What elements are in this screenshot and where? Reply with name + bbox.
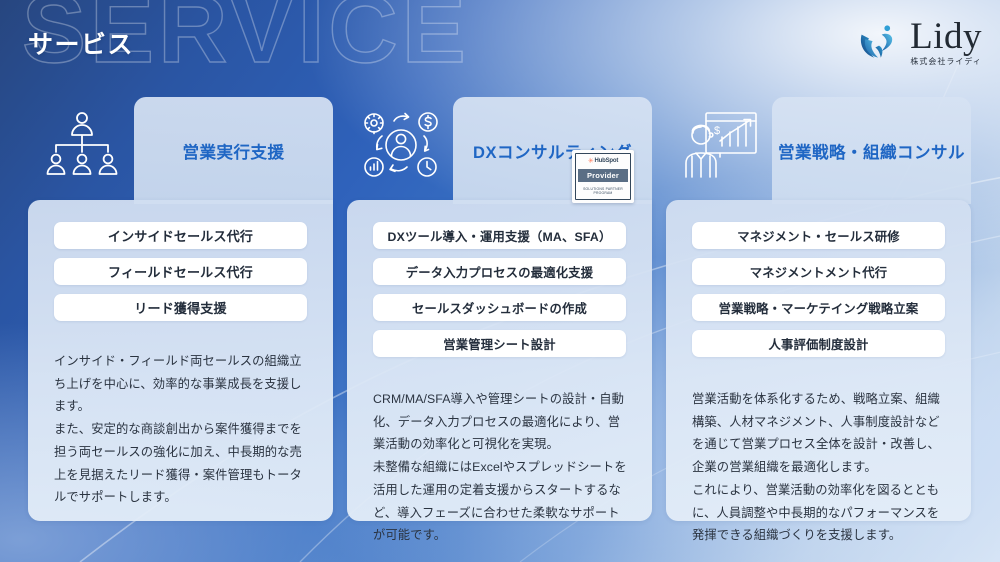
list-item[interactable]: 人事評価制度設計 (692, 330, 945, 357)
lidy-swoosh-figure-icon (860, 25, 893, 58)
org-chart-people-icon (34, 103, 130, 187)
watermark-service: SERVICE (21, 0, 470, 83)
svg-text:$: $ (714, 125, 720, 137)
logo-wordmark: Lidy (910, 16, 982, 57)
hubspot-provider-badge: ✳ HubSpot Provider SOLUTIONS PARTNER PRO… (572, 150, 634, 203)
list-item[interactable]: リード獲得支援 (54, 294, 307, 321)
list-item[interactable]: インサイドセールス代行 (54, 222, 307, 249)
page-title: サービス (28, 31, 135, 59)
list-item[interactable]: 営業管理シート設計 (373, 330, 626, 357)
hubspot-brand-label: ✳ HubSpot (587, 158, 619, 165)
company-logo: Lidy 株式会社ライディ (857, 18, 982, 66)
list-item[interactable]: セールスダッシュボードの作成 (373, 294, 626, 321)
card-item-list: DXツール導入・運用支援（MA、SFA） データ入力プロセスの最適化支援 セール… (373, 222, 626, 357)
list-item[interactable]: マネジメント・セールス研修 (692, 222, 945, 249)
card-body: マネジメント・セールス研修 マネジメントメント代行 営業戦略・マーケテイング戦略… (666, 200, 971, 542)
card-description: CRM/MA/SFA導入や管理シートの設計・自動化、データ入力プロセスの最適化に… (373, 392, 627, 543)
card-item-list: マネジメント・セールス研修 マネジメントメント代行 営業戦略・マーケテイング戦略… (692, 222, 945, 357)
list-item[interactable]: フィールドセールス代行 (54, 258, 307, 285)
list-item[interactable]: マネジメントメント代行 (692, 258, 945, 285)
card-item-list: インサイドセールス代行 フィールドセールス代行 リード獲得支援 (54, 222, 307, 321)
card-title: 営業実行支援 (182, 143, 285, 162)
service-card-sales-execution[interactable]: 営業実行支援 インサイドセールス代行 フィールドセー (28, 97, 333, 521)
badge-footnote: SOLUTIONS PARTNER PROGRAM (583, 186, 623, 196)
card-title: 営業戦略・組織コンサル (778, 143, 965, 162)
logo-subtitle: 株式会社ライディ (910, 57, 982, 66)
badge-tier-label: Provider (578, 169, 628, 183)
card-body: ✳ HubSpot Provider SOLUTIONS PARTNER PRO… (347, 150, 652, 542)
service-card-sales-strategy[interactable]: 営業戦略・組織コンサル $ (666, 97, 971, 542)
card-header: 営業実行支援 (134, 97, 333, 204)
list-item[interactable]: DXツール導入・運用支援（MA、SFA） (373, 222, 626, 249)
card-body: インサイドセールス代行 フィールドセールス代行 リード獲得支援 インサイド・フィ… (28, 200, 333, 521)
service-card-dx-consulting[interactable]: DXコンサルティング (347, 97, 652, 542)
card-description: 営業活動を体系化するため、戦略立案、組織構築、人材マネジメント、人事制度設計など… (692, 392, 940, 543)
presenter-chart-board-icon: $ (672, 103, 768, 187)
card-description: インサイド・フィールド両セールスの組織立ち上げを中心に、効率的な事業成長を支援し… (54, 354, 302, 505)
list-item[interactable]: データ入力プロセスの最適化支援 (373, 258, 626, 285)
list-item[interactable]: 営業戦略・マーケテイング戦略立案 (692, 294, 945, 321)
hubspot-sprocket-icon: ✳ (587, 158, 594, 165)
person-process-cycle-icon (353, 103, 449, 187)
service-cards: 営業実行支援 インサイドセールス代行 フィールドセー (28, 97, 972, 542)
card-header: 営業戦略・組織コンサル (772, 97, 971, 204)
